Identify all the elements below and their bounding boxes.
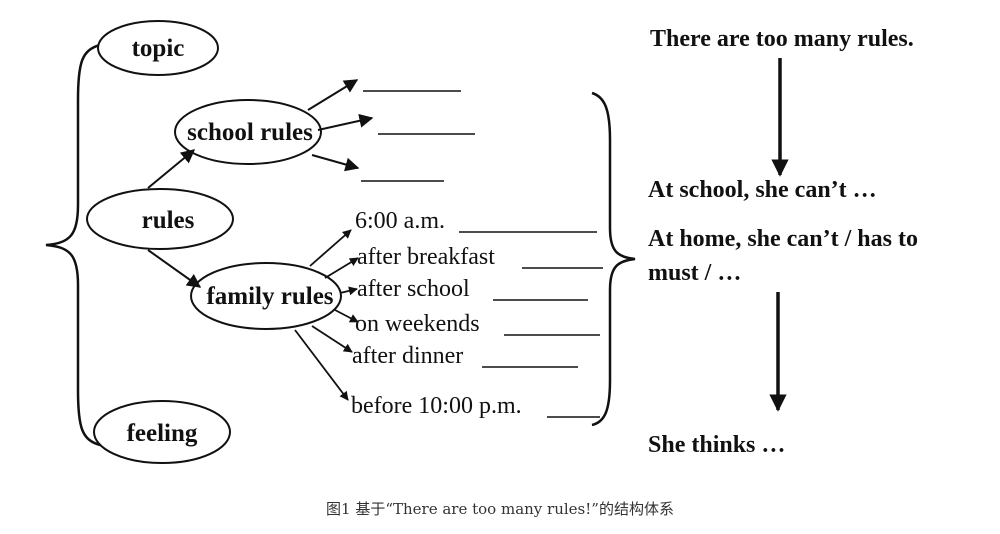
arrow-school-3 (311, 154, 360, 172)
arrow-family-4 (334, 309, 359, 323)
figure-caption: 图1 基于“There are too many rules!”的结构体系 (326, 500, 674, 518)
arrow-family-3 (339, 286, 358, 296)
family-time-1: 6:00 a.m. (355, 208, 445, 234)
node-topic: topic (97, 20, 219, 76)
arrow-rules-to-school (147, 149, 196, 189)
left-brace (45, 43, 101, 447)
node-family-rules-label: family rules (206, 283, 333, 310)
arrow-family-6 (294, 329, 349, 401)
family-time-2: after breakfast (357, 244, 495, 270)
right-brace (591, 91, 636, 427)
node-feeling-label: feeling (127, 420, 198, 447)
arrow-family-2 (324, 257, 359, 279)
arrow-rules-to-family (147, 249, 202, 288)
node-rules-label: rules (142, 207, 195, 234)
flow-line-1: There are too many rules. (650, 26, 914, 52)
flow-line-3b: must / … (648, 260, 741, 286)
family-time-4: on weekends (355, 311, 480, 337)
arrow-family-1 (309, 229, 352, 267)
node-school-rules-label: school rules (187, 119, 313, 146)
node-family-rules: family rules (190, 262, 342, 330)
node-feeling: feeling (93, 400, 231, 464)
family-time-6: before 10:00 p.m. (351, 393, 522, 419)
arrow-family-5 (311, 325, 353, 353)
node-rules: rules (86, 188, 234, 250)
flow-line-4: She thinks … (648, 432, 785, 458)
flow-line-3a: At home, she can’t / has to (648, 226, 918, 252)
node-school-rules: school rules (174, 99, 322, 165)
family-time-3: after school (357, 276, 470, 302)
arrow-school-2 (317, 113, 374, 131)
arrow-school-1 (307, 79, 359, 111)
family-time-5: after dinner (352, 343, 463, 369)
node-topic-label: topic (132, 35, 185, 62)
flow-line-2: At school, she can’t … (648, 177, 877, 203)
